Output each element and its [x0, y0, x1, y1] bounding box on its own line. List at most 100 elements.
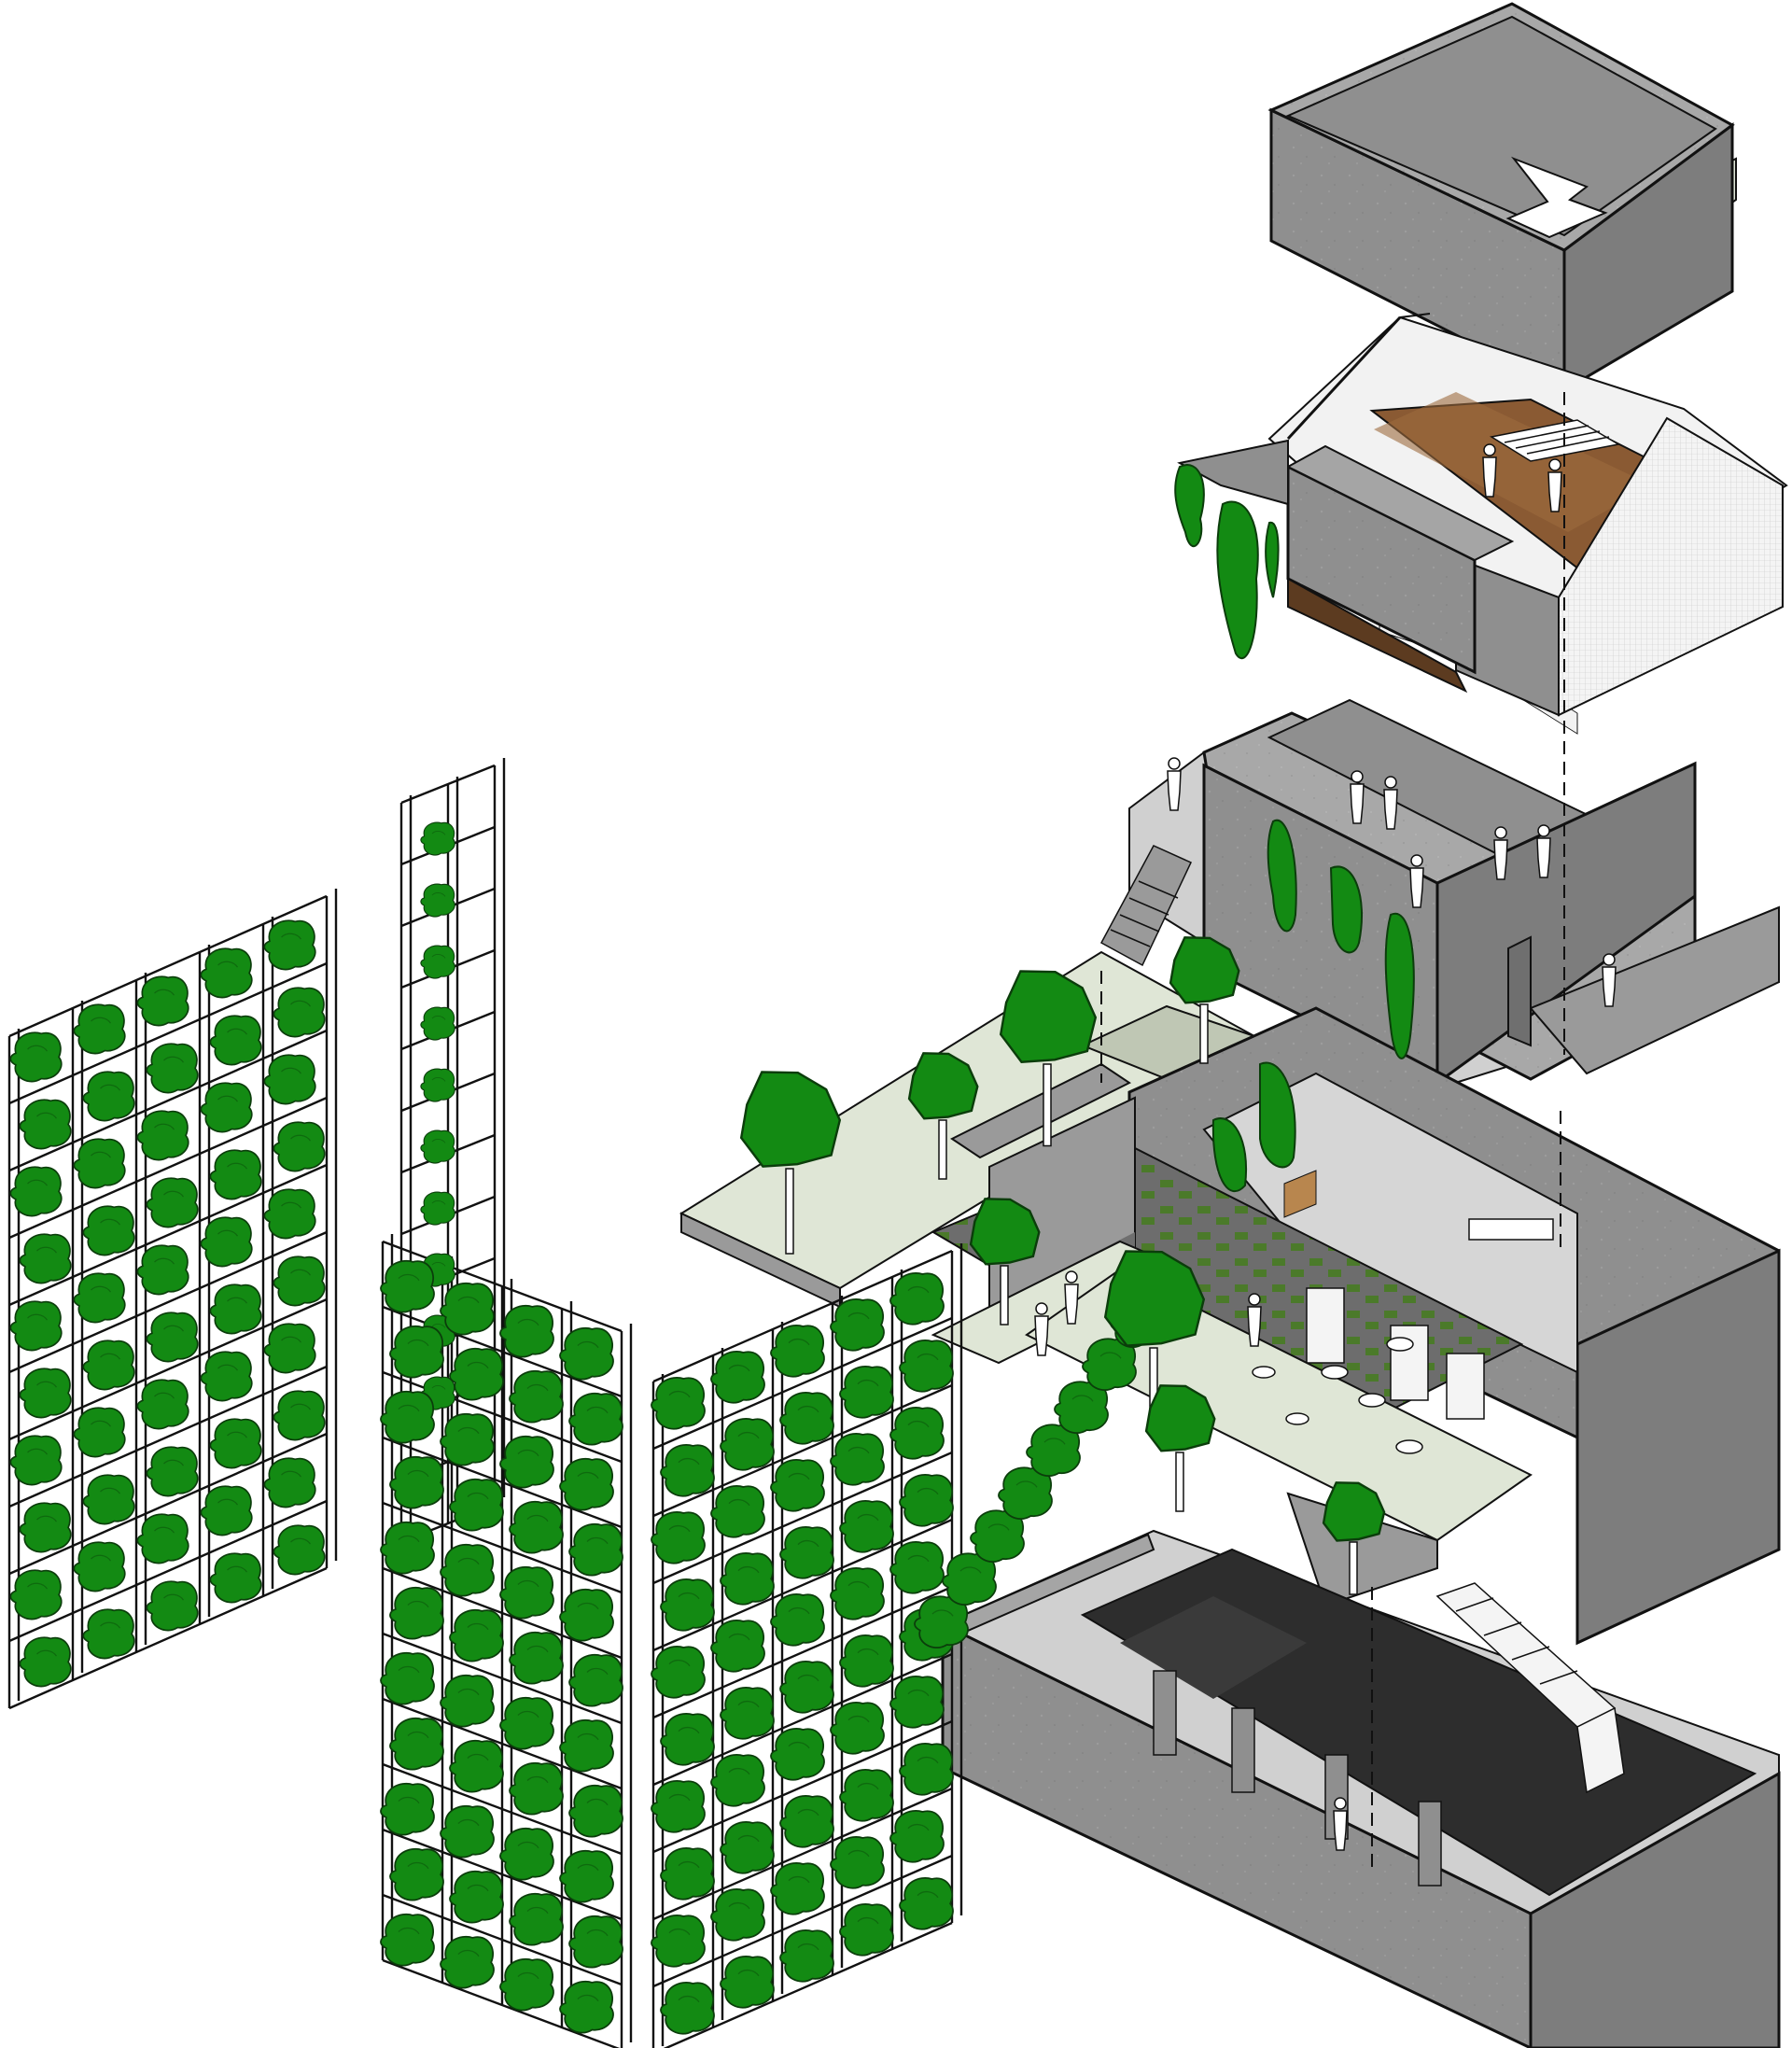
trellis-front-b-rail: [652, 1652, 953, 1787]
person: [1350, 770, 1365, 824]
leaf-front-b: [710, 1484, 765, 1538]
leaf-left: [200, 1216, 253, 1268]
leaf-left: [9, 1300, 63, 1352]
leaf-front-b: [770, 1324, 825, 1378]
leaf-front-b: [660, 1578, 715, 1632]
person-body: [1034, 1315, 1049, 1356]
trellis-left-rail: [8, 1432, 328, 1576]
trellis-front-a-rail: [382, 1305, 623, 1398]
trellis-front-a-rail: [382, 1370, 623, 1464]
person: [1064, 1270, 1079, 1325]
leaf-front-b: [710, 1753, 765, 1807]
trellis-left-rail: [8, 1365, 328, 1508]
leaf-left: [146, 1177, 199, 1228]
leaf-front-b: [839, 1902, 894, 1957]
leaf-front-b: [830, 1835, 885, 1889]
leaf-left: [209, 1284, 262, 1335]
trellis-front-b-rail: [663, 1921, 953, 2048]
leaf-front-b: [899, 1876, 954, 1930]
person-head: [1483, 443, 1496, 456]
person-head: [1384, 776, 1397, 789]
leaf-front-b: [710, 1887, 765, 1942]
hanging-plants: [1174, 464, 1415, 1192]
leaf-front-b: [660, 1846, 715, 1901]
person-head: [1248, 1293, 1261, 1306]
person-body: [1482, 456, 1497, 498]
trellis-front-b-rail: [652, 1316, 953, 1451]
leaf-left: [263, 1054, 316, 1105]
leaf-left: [136, 975, 189, 1027]
tree-crown: [999, 970, 1098, 1063]
trellis-front-a-rail: [382, 1828, 623, 1921]
leaf-left: [19, 1502, 72, 1553]
leaf-left: [263, 1188, 316, 1240]
person-body: [1536, 837, 1551, 878]
trellis-tall-rail: [400, 764, 496, 805]
leaf-left: [82, 1608, 135, 1660]
person-head: [1334, 1797, 1347, 1810]
leaf-left: [73, 1272, 126, 1324]
trellis-front-a-rail: [382, 1762, 623, 1856]
leaf-front-b: [651, 1914, 706, 1968]
leaf-left: [263, 919, 316, 971]
leaf-left: [209, 1149, 262, 1200]
leaf-front-b: [720, 1417, 775, 1471]
trellis-front-b-rail: [652, 1249, 953, 1383]
leaf-front-a: [440, 1674, 495, 1728]
trellis-front-a-rail: [382, 1501, 623, 1594]
leaf-front-b: [770, 1458, 825, 1512]
leaf-left: [146, 1580, 199, 1632]
person: [1034, 1302, 1049, 1356]
leaf-left: [82, 1205, 135, 1256]
leaf-front-a: [449, 1478, 504, 1532]
leaf-left: [19, 1636, 72, 1688]
leaf-left: [19, 1233, 72, 1284]
leaf-left: [273, 987, 326, 1038]
leaf-front-a: [440, 1804, 495, 1859]
person: [1602, 953, 1617, 1007]
trellis-front-a-rail: [382, 1632, 623, 1725]
leaf-front-b: [770, 1592, 825, 1647]
leaf-left: [273, 1121, 326, 1172]
leaf-front-b: [889, 1540, 945, 1594]
leaf-front-b: [839, 1768, 894, 1822]
leaf-front-a: [568, 1653, 623, 1707]
leaf-front-b: [779, 1525, 834, 1579]
leaf-left: [263, 1323, 316, 1374]
person-body: [1350, 783, 1365, 824]
tree-crown: [739, 1071, 842, 1168]
tree-trunk: [938, 1119, 947, 1180]
leaf-front-b: [889, 1406, 945, 1460]
trellis-front-a-rail: [382, 1436, 623, 1529]
human-figures: [1034, 443, 1617, 1851]
leaf-front-a: [568, 1915, 623, 1969]
leaf-front-b: [779, 1929, 834, 1983]
leaf-front-a: [568, 1522, 623, 1577]
leaf-front-a: [559, 1457, 614, 1511]
leaf-front-b: [889, 1271, 945, 1326]
person-head: [1410, 854, 1423, 867]
leaf-front-a: [568, 1392, 623, 1446]
trellis-front-b-rail: [652, 1451, 953, 1585]
leaf-front-b: [889, 1809, 945, 1863]
leaf-front-b: [899, 1473, 954, 1527]
leaf-left: [146, 1446, 199, 1497]
leaf-left: [9, 1166, 63, 1217]
leaf-front-a: [380, 1390, 435, 1444]
leaf-front-b: [779, 1660, 834, 1714]
tree-trunk: [1199, 1003, 1209, 1064]
leaf-front-b: [770, 1861, 825, 1915]
leaf-front-a: [380, 1913, 435, 1967]
trellis-front-a-rail: [382, 1697, 623, 1790]
leaf-front-b: [660, 1981, 715, 2035]
tree-trunk: [785, 1168, 794, 1255]
stair-upper: [1489, 419, 1621, 462]
alignment-axes: [1100, 392, 1565, 1867]
leaf-front-a: [389, 1586, 444, 1640]
leaf-front-a: [449, 1739, 504, 1793]
person: [1482, 443, 1497, 498]
person-body: [1409, 867, 1424, 908]
leaf-front-b: [720, 1686, 775, 1740]
leaf-front-a: [440, 1282, 495, 1336]
